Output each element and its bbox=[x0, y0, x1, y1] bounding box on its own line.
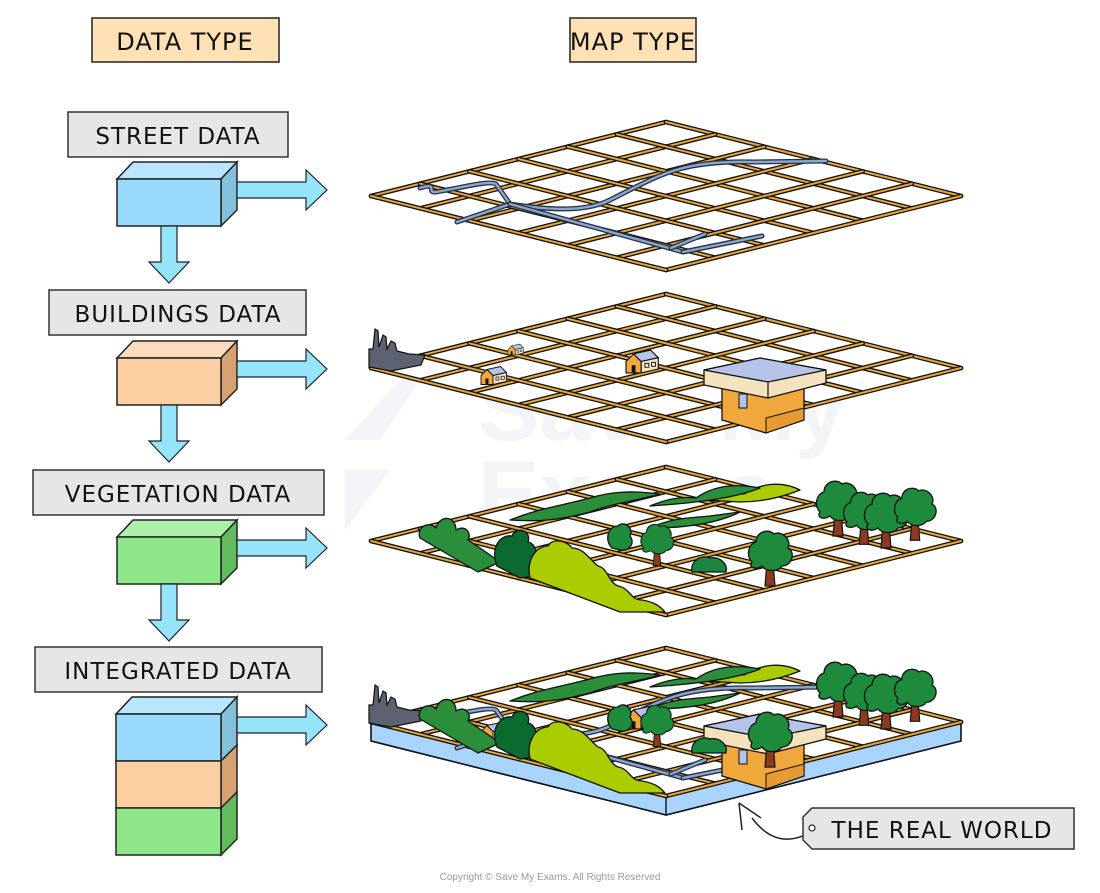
arrow-right-street bbox=[236, 168, 328, 212]
grid-line bbox=[370, 367, 667, 443]
large-building-icon bbox=[703, 357, 827, 434]
map-type-header: MAP TYPE bbox=[569, 17, 697, 63]
bush-icon bbox=[649, 666, 761, 688]
vegetation-data-block bbox=[115, 518, 239, 586]
stack-layer-buildings bbox=[115, 760, 222, 809]
arrow-right-vegetation bbox=[236, 526, 328, 570]
data-type-header-label: DATA TYPE bbox=[116, 28, 253, 56]
bush-icon bbox=[528, 540, 666, 613]
arrow-down-street bbox=[147, 225, 191, 284]
copyright-text: Copyright © Save My Exams. All Rights Re… bbox=[440, 872, 661, 883]
stack-layer-vegetation bbox=[115, 807, 222, 856]
bush-icon bbox=[528, 721, 666, 794]
house-icon bbox=[625, 349, 660, 374]
bush-icon bbox=[649, 511, 741, 529]
grid-line bbox=[370, 195, 667, 271]
street-data-label-text: STREET DATA bbox=[95, 124, 260, 150]
grid-line bbox=[665, 195, 962, 271]
grid-lines bbox=[368, 291, 964, 445]
integrated-map-layer bbox=[368, 645, 964, 816]
bush-icon bbox=[418, 698, 501, 754]
stack-layer-street bbox=[115, 713, 222, 762]
tag-hole-icon bbox=[808, 824, 816, 832]
street-map-layer bbox=[368, 119, 964, 273]
bush-icon bbox=[649, 485, 761, 507]
arrow-down-vegetation bbox=[147, 583, 191, 642]
tree-icon bbox=[640, 523, 675, 566]
bush-icon bbox=[509, 491, 661, 522]
integrated-data-label: INTEGRATED DATA bbox=[34, 646, 323, 693]
factory-icon bbox=[368, 327, 426, 372]
street-data-label: STREET DATA bbox=[67, 111, 289, 158]
road bbox=[681, 234, 764, 254]
grid-line bbox=[419, 354, 717, 431]
buildings-data-block bbox=[115, 339, 239, 407]
bush-icon bbox=[691, 737, 727, 754]
vegetation-map-layer bbox=[368, 464, 964, 618]
bush-icon bbox=[509, 672, 661, 703]
bush-icon bbox=[607, 704, 633, 732]
tree-icon bbox=[747, 711, 793, 768]
factory-icon bbox=[368, 683, 426, 728]
tree-icon bbox=[640, 704, 675, 747]
integrated-data-stack bbox=[114, 695, 239, 857]
buildings-data-label: BUILDINGS DATA bbox=[48, 289, 307, 336]
tree-icon bbox=[747, 530, 793, 587]
bush-icon bbox=[649, 692, 741, 710]
house-icon bbox=[507, 343, 524, 356]
bush-icon bbox=[607, 523, 633, 551]
bush-icon bbox=[691, 556, 727, 573]
road bbox=[508, 202, 685, 254]
real-world-callout: THE REAL WORLD bbox=[738, 802, 1075, 850]
callout-arrowhead-icon bbox=[738, 802, 762, 831]
buildings-data-label-text: BUILDINGS DATA bbox=[75, 302, 282, 328]
data-type-header: DATA TYPE bbox=[91, 17, 280, 63]
street-data-block bbox=[115, 160, 239, 228]
grid-line bbox=[665, 721, 962, 797]
buildings-map-layer bbox=[368, 291, 964, 445]
road bbox=[418, 159, 828, 211]
arrow-down-buildings bbox=[147, 404, 191, 463]
grid-line bbox=[665, 540, 962, 616]
integrated-data-label-text: INTEGRATED DATA bbox=[64, 659, 291, 685]
map-type-header-label: MAP TYPE bbox=[570, 28, 696, 56]
tree-icon bbox=[893, 668, 937, 722]
arrow-right-integrated bbox=[236, 703, 328, 747]
grid-line bbox=[665, 367, 962, 443]
road bbox=[669, 758, 707, 776]
road bbox=[669, 232, 707, 250]
vegetation-data-label-text: VEGETATION DATA bbox=[65, 482, 292, 508]
bush-icon bbox=[418, 517, 501, 573]
vegetation-data-label: VEGETATION DATA bbox=[32, 469, 325, 516]
real-world-label: THE REAL WORLD bbox=[831, 818, 1053, 844]
tree-icon bbox=[893, 487, 937, 541]
house-icon bbox=[480, 366, 508, 386]
arrow-right-buildings bbox=[236, 347, 328, 391]
road bbox=[455, 202, 512, 224]
